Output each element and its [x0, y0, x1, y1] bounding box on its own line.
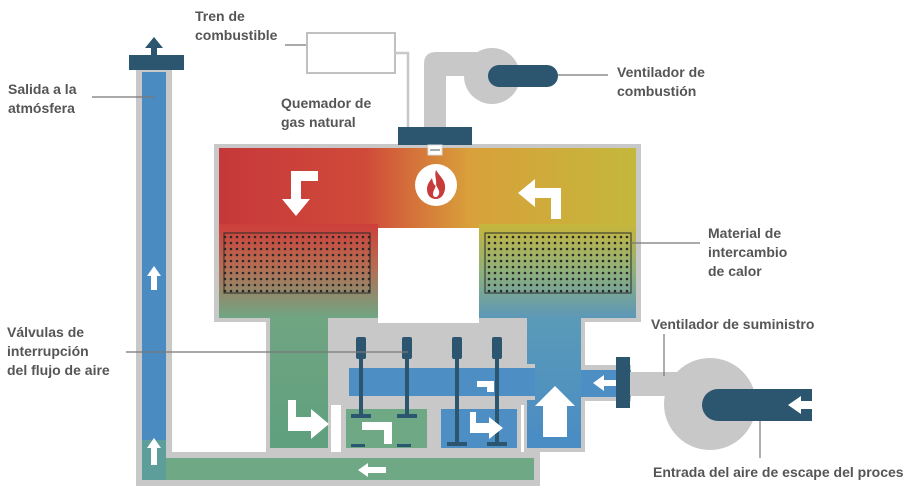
- flow-corner-arrow-icon: [362, 422, 392, 444]
- valve-stem-2-handle: [402, 337, 412, 359]
- label-burner-line2: gas natural: [281, 114, 356, 130]
- valve-stem-1-handle: [356, 337, 366, 359]
- label-combustion-fan: Ventilador de combustión: [617, 63, 705, 101]
- label-valves-line2: interrupción: [7, 343, 89, 359]
- supply-fan-flange: [616, 357, 630, 408]
- label-burner-line1: Quemador de: [281, 95, 372, 111]
- label-burner: Quemador de gas natural: [281, 94, 371, 132]
- label-heat-exchange-line3: de calor: [708, 263, 762, 279]
- label-valves-line1: Válvulas de: [7, 324, 85, 340]
- label-fuel-train-line1: Tren de: [195, 8, 245, 24]
- flow-up-arrow-icon: [147, 266, 161, 290]
- flow-up-arrow-icon: [147, 438, 161, 465]
- valve-section: [288, 337, 575, 452]
- valve-stems: [351, 337, 507, 447]
- fuel-train-box: [306, 32, 396, 74]
- combustion-fan-motor: [488, 65, 558, 87]
- heat-exchange-bed-right: [484, 232, 632, 294]
- valve-stem-4: [495, 359, 499, 444]
- label-outlet-line2: atmósfera: [8, 100, 75, 116]
- valve-stem-4-seat: [487, 442, 507, 446]
- label-heat-exchange-line1: Material de: [708, 225, 782, 241]
- flow-down-right-arrow-icon: [288, 400, 329, 439]
- flow-down-left-arrow-icon: [282, 171, 318, 216]
- valve-stem-1: [359, 359, 363, 416]
- label-fuel-train-line2: combustible: [195, 27, 278, 43]
- heat-exchange-bed-left: [223, 232, 371, 294]
- label-heat-exchange-line2: intercambio: [708, 244, 788, 260]
- outlet-up-arrow-icon: [145, 37, 163, 55]
- outlet-stack: [129, 37, 184, 480]
- flow-right-arrow-icon: [470, 412, 503, 439]
- valve-stem-3: [455, 359, 459, 444]
- fuel-pipe: [395, 51, 410, 127]
- label-inlet-line1: Entrada del aire de escape del proceso: [653, 464, 903, 480]
- valve-stem-2: [405, 359, 409, 416]
- label-fuel-train: Tren de combustible: [195, 7, 277, 45]
- flow-up-arrow-icon: [535, 386, 575, 437]
- bottom-duct: [142, 458, 534, 480]
- outlet-cap: [129, 55, 184, 70]
- valve-stem-3-handle: [452, 337, 462, 359]
- label-outlet-line1: Salida a la: [8, 81, 77, 97]
- flow-up-left-arrow-icon: [518, 179, 561, 219]
- inlet-left-arrow-icon: [788, 396, 812, 414]
- bottom-return-duct: [136, 438, 540, 486]
- flame-icon-core: [433, 185, 440, 197]
- fuel-train: [285, 32, 410, 127]
- label-outlet: Salida a la atmósfera: [8, 80, 76, 118]
- label-combustion-fan-line2: combustión: [617, 83, 697, 99]
- flow-left-arrow-icon: [593, 375, 617, 391]
- label-supply-fan: Ventilador de suministro: [651, 315, 814, 334]
- chamber-center-gap: [378, 228, 479, 323]
- flame-icon: [427, 170, 446, 199]
- label-valves: Válvulas de interrupción del flujo de ai…: [7, 323, 110, 380]
- valve-seat-left-dash-1: [351, 444, 365, 447]
- burner: [398, 127, 472, 206]
- label-heat-exchange: Material de intercambio de calor: [708, 224, 787, 281]
- flow-small-arrow-icon: [477, 381, 494, 392]
- label-supply-fan-line1: Ventilador de suministro: [651, 316, 815, 332]
- right-leg-bottom: [527, 430, 581, 448]
- valve-stem-4-handle: [492, 337, 502, 359]
- valve-stem-2-seat: [397, 414, 417, 418]
- label-valves-line3: del flujo de aire: [7, 362, 110, 378]
- valve-seat-left-dash-2: [397, 444, 411, 447]
- supply-fan: [581, 334, 812, 458]
- supply-header: [349, 368, 535, 396]
- label-combustion-fan-line1: Ventilador de: [617, 64, 705, 80]
- flow-left-arrow-icon: [358, 463, 386, 477]
- burner-head: [398, 127, 472, 145]
- combustion-fan: [424, 48, 608, 128]
- valve-stem-1-seat: [351, 414, 371, 418]
- label-inlet: Entrada del aire de escape del proceso: [653, 463, 903, 482]
- valve-stem-3-seat: [447, 442, 467, 446]
